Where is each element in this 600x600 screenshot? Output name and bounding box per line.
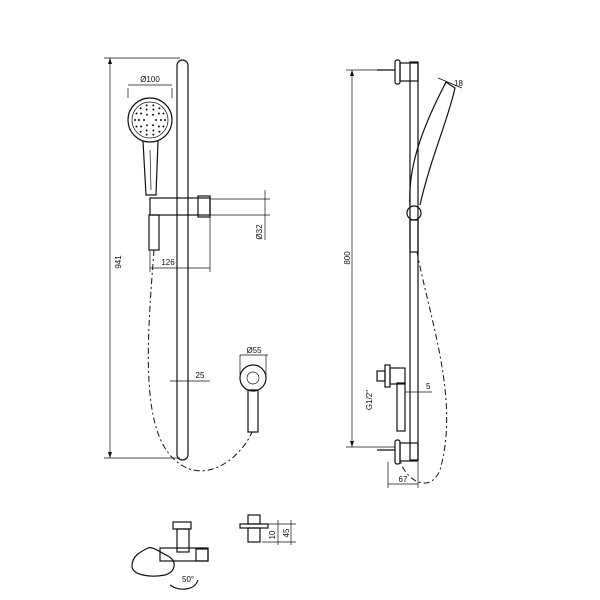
nozzle-dot bbox=[152, 133, 155, 136]
nozzle-dot bbox=[152, 113, 154, 116]
nozzle-dot bbox=[160, 119, 162, 121]
nozzle-dot bbox=[140, 112, 143, 115]
nozzle-dot bbox=[152, 104, 155, 107]
nozzle-dot bbox=[139, 130, 142, 133]
nozzle-dot bbox=[145, 108, 148, 111]
dim-18: 18 bbox=[454, 79, 463, 88]
nozzle-dot bbox=[135, 125, 138, 128]
nozzle-dot bbox=[158, 130, 161, 133]
dim-800: 800 bbox=[343, 251, 352, 265]
hose bbox=[147, 249, 253, 472]
nozzle-dot bbox=[155, 119, 157, 121]
dim-thread: G1/2" bbox=[365, 390, 374, 410]
dim-slider-diameter: Ø32 bbox=[255, 224, 264, 240]
nozzle-dot bbox=[158, 107, 161, 110]
nozzle-dot bbox=[140, 125, 143, 128]
detail-views: 50° 10 45 bbox=[131, 514, 296, 590]
dim-67: 67 bbox=[399, 475, 408, 484]
dim-126: 126 bbox=[161, 258, 175, 267]
nozzle-dot bbox=[143, 119, 145, 121]
dim-25: 25 bbox=[196, 371, 205, 380]
nozzle-dot bbox=[145, 129, 148, 132]
nozzle-dot bbox=[146, 113, 148, 116]
slider bbox=[149, 197, 211, 216]
front-view: 941 Ø100 Ø32 126 25 bbox=[104, 57, 270, 472]
nozzle-dot bbox=[135, 112, 138, 115]
nozzle-dot bbox=[162, 112, 165, 115]
nozzle-dot bbox=[157, 125, 160, 128]
dim-head-diameter: Ø100 bbox=[140, 75, 160, 84]
nozzle-dot bbox=[134, 119, 136, 121]
nozzle-dot bbox=[164, 119, 166, 121]
nozzle-dot bbox=[152, 108, 155, 111]
nozzle-dot bbox=[139, 107, 142, 110]
side-view: 800 18 G1/2" 5 67 bbox=[343, 59, 463, 488]
slide-rail bbox=[176, 59, 189, 461]
side-rail bbox=[409, 61, 419, 461]
shower-head bbox=[127, 97, 173, 143]
nozzle-dot bbox=[152, 124, 154, 127]
dim-941: 941 bbox=[114, 255, 123, 269]
nozzle-dot bbox=[152, 129, 155, 132]
wall-outlet bbox=[239, 364, 267, 392]
nozzle-dot bbox=[145, 133, 148, 136]
nozzle-dot bbox=[146, 124, 148, 127]
nozzle-dot bbox=[145, 104, 148, 107]
dim-10: 10 bbox=[268, 530, 277, 539]
dim-45: 45 bbox=[282, 528, 291, 537]
nozzle-dot bbox=[157, 112, 160, 115]
holder-tube bbox=[148, 214, 160, 251]
nozzle-dot bbox=[138, 119, 140, 121]
dim-rotation: 50° bbox=[182, 575, 194, 584]
dim-5: 5 bbox=[426, 382, 431, 391]
nozzle-dot bbox=[162, 125, 165, 128]
dim-outlet-diameter: Ø55 bbox=[246, 346, 262, 355]
